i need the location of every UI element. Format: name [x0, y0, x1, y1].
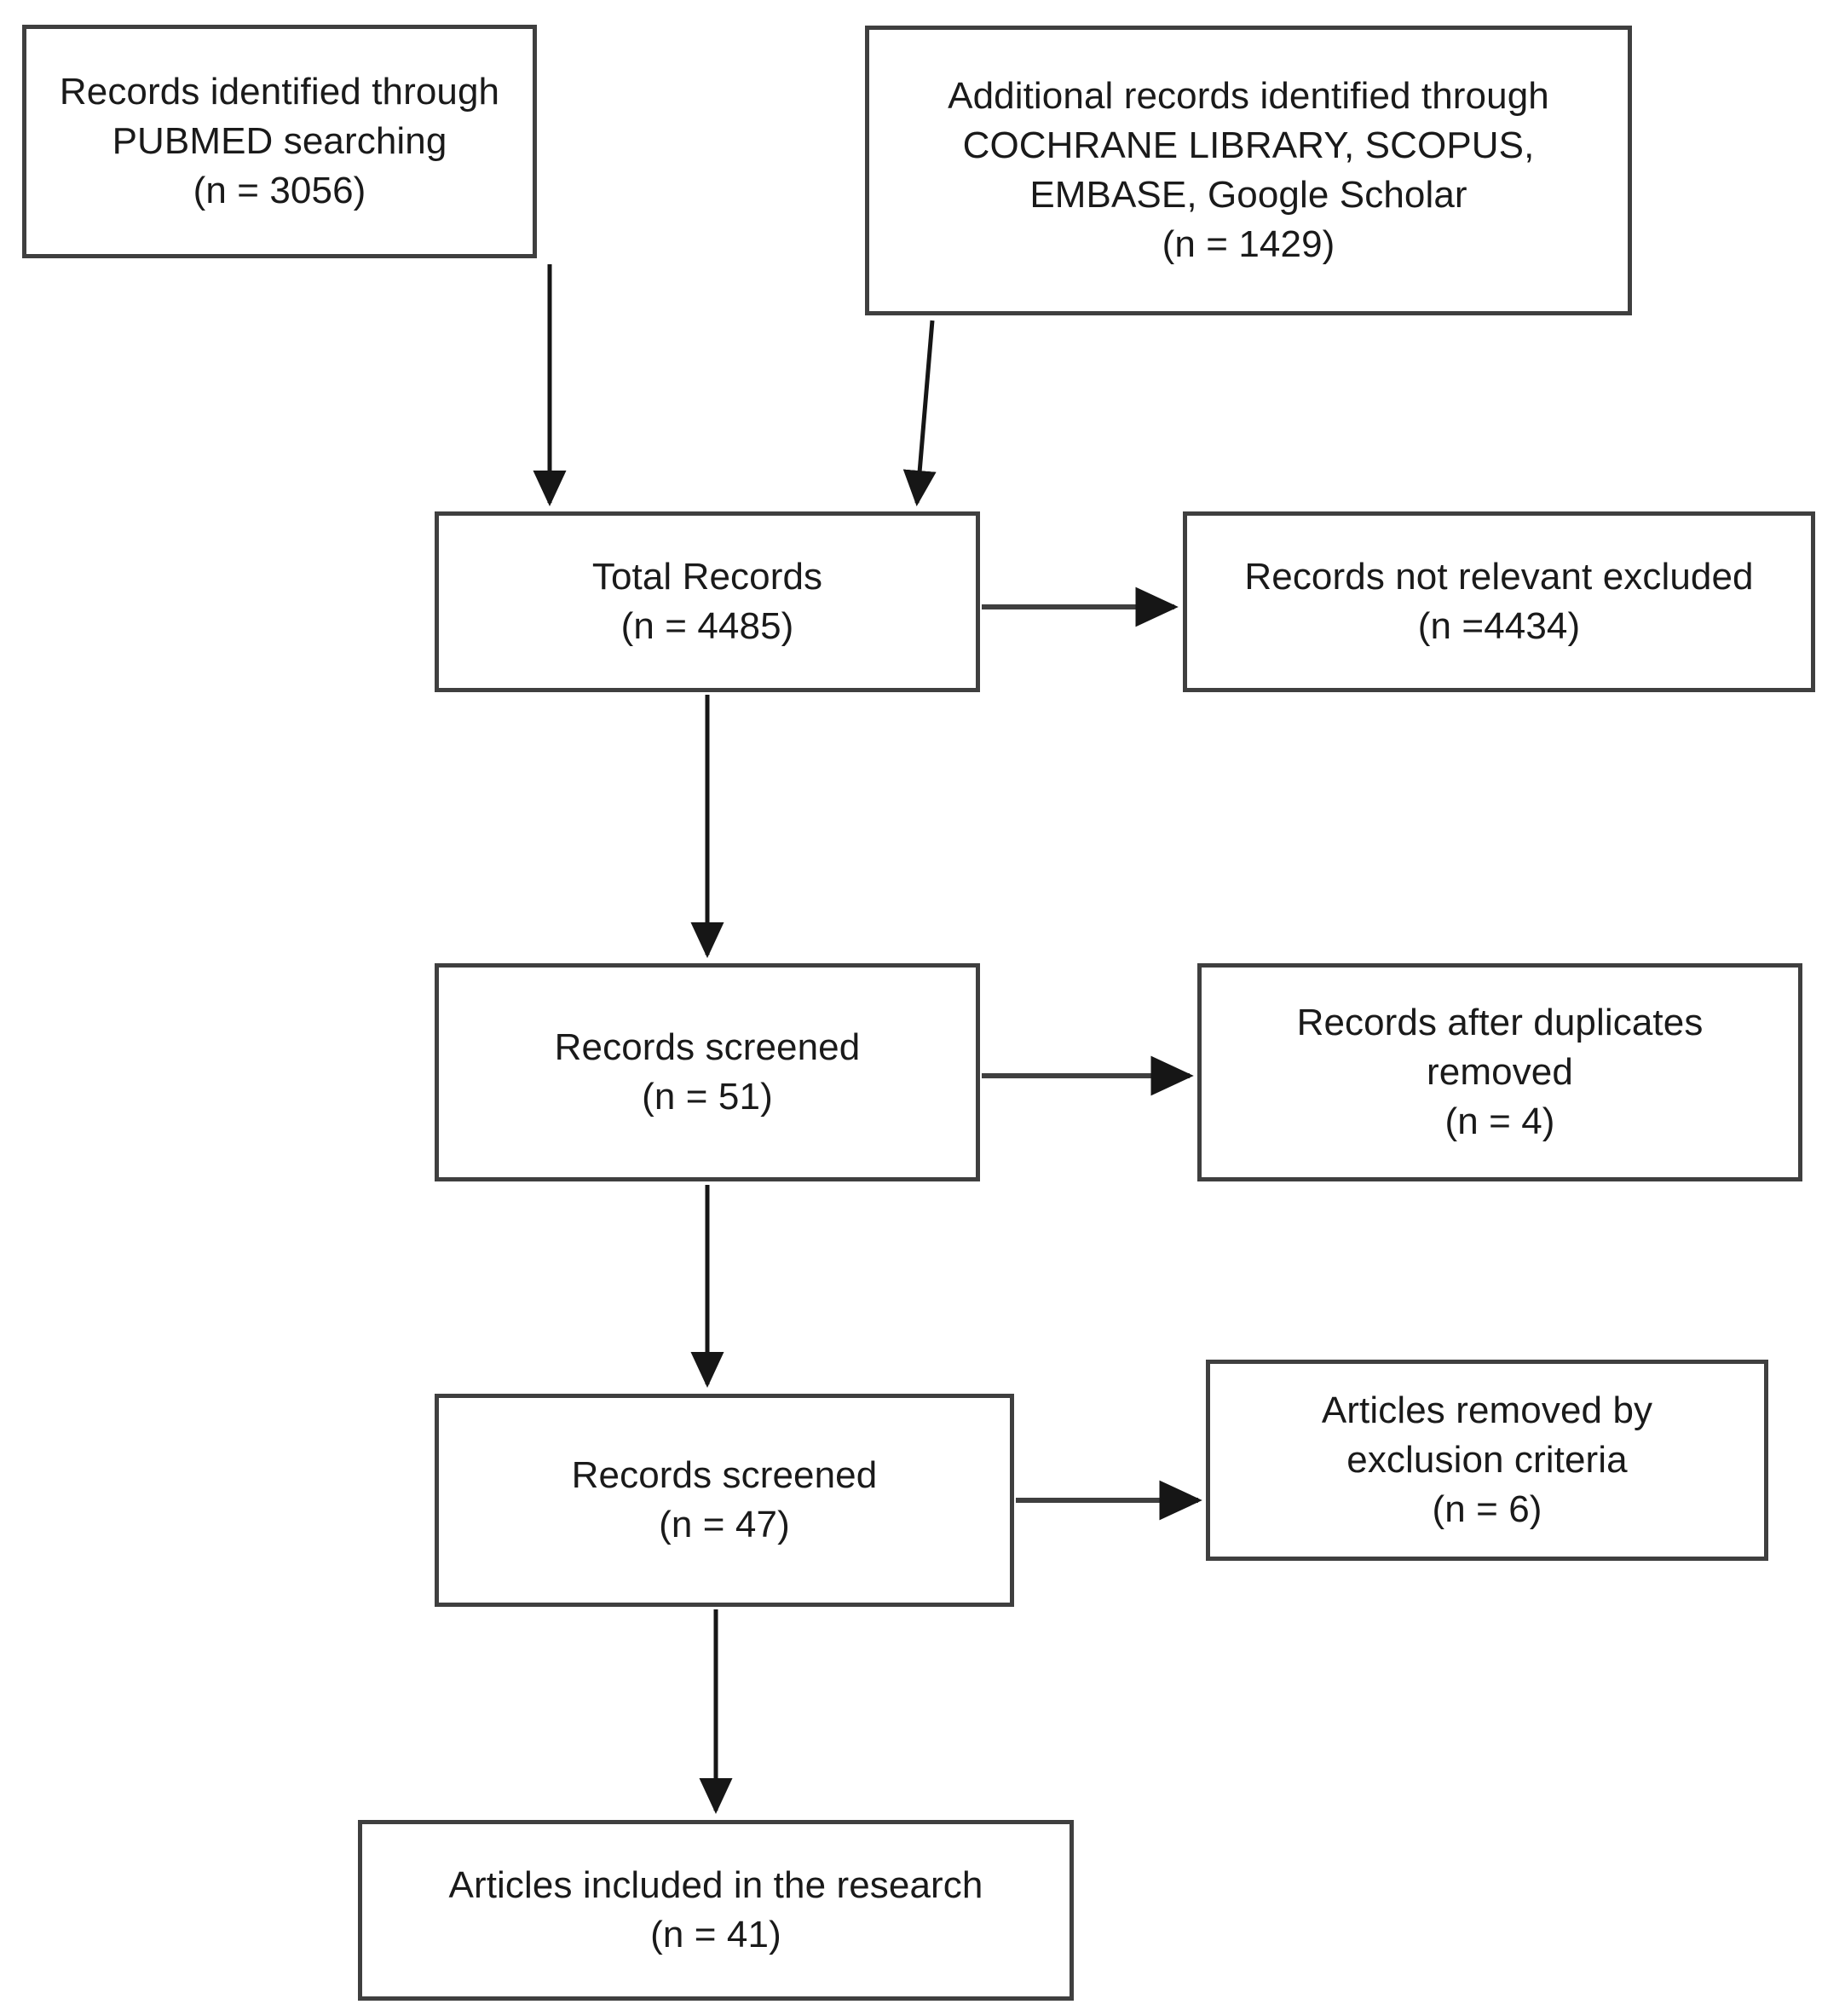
- node-count: (n = 6): [1432, 1488, 1542, 1531]
- node-count: (n = 3056): [193, 170, 366, 212]
- node-records-not-relevant-excluded: Records not relevant excluded (n =4434): [1183, 511, 1815, 692]
- node-count: (n = 41): [650, 1914, 781, 1955]
- node-line: Records after duplicates: [1296, 1001, 1704, 1043]
- node-records-identified-pubmed: Records identified through PUBMED search…: [22, 25, 537, 258]
- node-count: (n = 1429): [1162, 223, 1335, 266]
- node-additional-records-identified: Additional records identified through CO…: [865, 26, 1632, 315]
- node-line: EMBASE, Google Scholar: [1029, 174, 1467, 216]
- node-records-screened-47: Records screened (n = 47): [435, 1394, 1014, 1607]
- node-count: (n = 4485): [620, 605, 794, 647]
- node-count: (n = 51): [642, 1076, 773, 1118]
- node-line: Articles removed by: [1321, 1389, 1653, 1431]
- node-count: (n = 47): [659, 1504, 790, 1545]
- node-articles-included-in-the-research: Articles included in the research (n = 4…: [358, 1820, 1074, 2001]
- node-line: exclusion criteria: [1346, 1438, 1628, 1481]
- node-line: Additional records identified through: [948, 74, 1549, 117]
- arrow-additional-to-total-records: [902, 320, 937, 506]
- node-line: Records identified through: [59, 70, 500, 113]
- node-line: PUBMED searching: [112, 119, 447, 162]
- node-articles-removed-by-exclusion-criteria: Articles removed by exclusion criteria (…: [1206, 1360, 1768, 1561]
- node-count: (n = 4): [1444, 1100, 1555, 1143]
- node-line: Articles included in the research: [448, 1863, 983, 1906]
- node-line: Records screened: [554, 1025, 861, 1068]
- node-line: Total Records: [591, 555, 823, 598]
- node-line: COCHRANE LIBRARY, SCOPUS,: [962, 124, 1535, 166]
- node-line: Records screened: [571, 1453, 878, 1496]
- node-total-records: Total Records (n = 4485): [435, 511, 980, 692]
- node-line: removed: [1427, 1050, 1573, 1093]
- node-records-screened-51: Records screened (n = 51): [435, 963, 980, 1181]
- node-records-after-duplicates-removed: Records after duplicates removed (n = 4): [1197, 963, 1802, 1181]
- node-line: Records not relevant excluded: [1244, 555, 1754, 598]
- node-count: (n =4434): [1417, 605, 1581, 647]
